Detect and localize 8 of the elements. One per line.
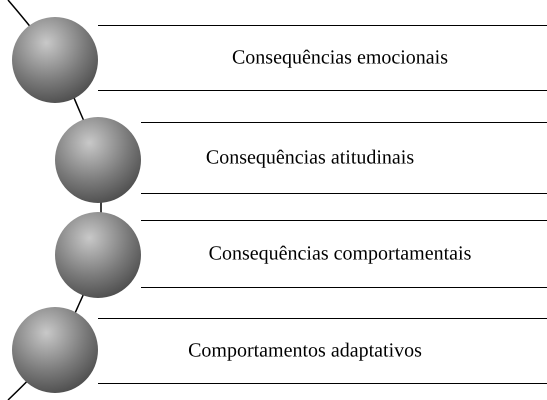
list-band <box>141 220 547 288</box>
band-label: Consequências emocionais <box>232 46 448 70</box>
band-label: Consequências comportamentais <box>208 242 472 266</box>
list-band <box>98 318 547 384</box>
band-label: Comportamentos adaptativos <box>188 340 422 362</box>
list-band <box>141 122 547 194</box>
list-band <box>98 25 547 91</box>
band-label: Consequências atitudinais <box>206 146 414 170</box>
